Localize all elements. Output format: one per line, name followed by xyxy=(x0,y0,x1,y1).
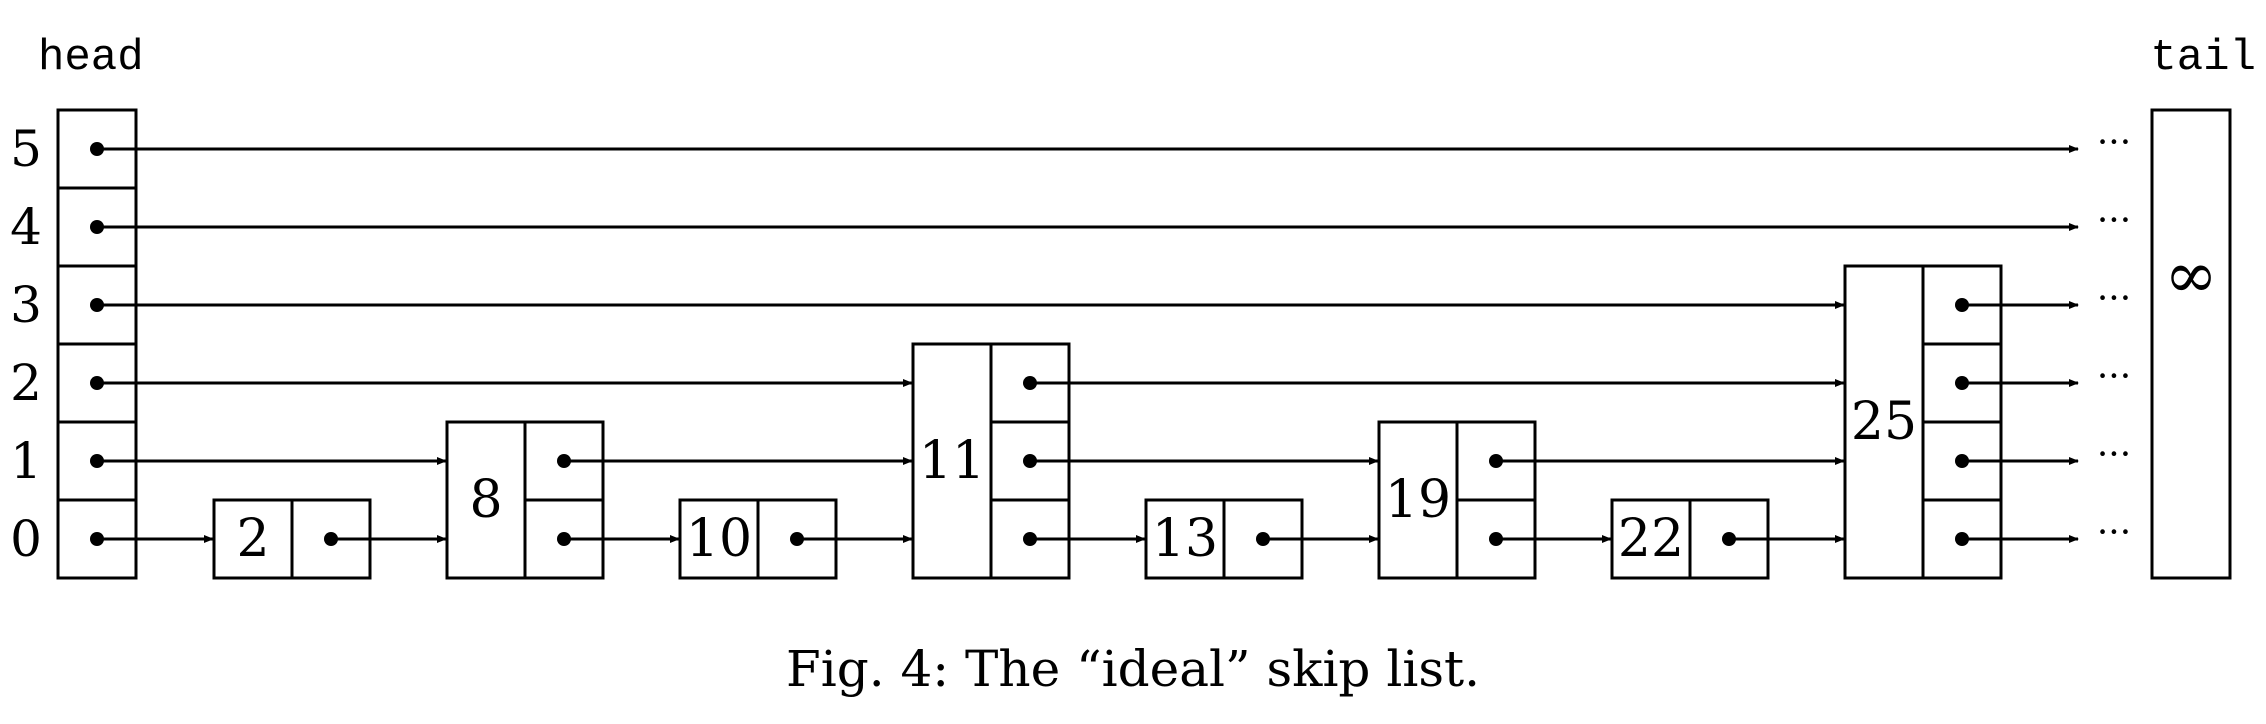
level-label-3: 3 xyxy=(10,276,42,334)
node-key-22: 22 xyxy=(1618,509,1684,569)
level-label-2: 2 xyxy=(10,354,42,412)
level-label-4: 4 xyxy=(10,198,42,256)
level-label-1: 1 xyxy=(10,432,42,490)
tail-infinity-symbol: ∞ xyxy=(2164,239,2217,313)
node-key-19: 19 xyxy=(1385,470,1451,530)
ellipsis-level-2: ··· xyxy=(2097,357,2131,398)
node-key-2: 2 xyxy=(236,509,269,569)
figure-caption: Fig. 4: The “ideal” skip list. xyxy=(786,640,1480,698)
ellipsis-level-5: ··· xyxy=(2097,123,2131,164)
node-key-13: 13 xyxy=(1152,509,1218,569)
level-label-5: 5 xyxy=(10,120,42,178)
tail-node xyxy=(2150,108,2232,580)
node-key-11: 11 xyxy=(919,431,985,491)
node-key-25: 25 xyxy=(1851,392,1917,452)
ellipsis-level-3: ··· xyxy=(2097,279,2131,320)
level-label-0: 0 xyxy=(10,510,42,568)
ellipsis-level-0: ··· xyxy=(2097,513,2131,554)
ellipsis-level-4: ··· xyxy=(2097,201,2131,242)
node-key-10: 10 xyxy=(686,509,752,569)
ellipsis-level-1: ··· xyxy=(2097,435,2131,476)
node-key-8: 8 xyxy=(469,470,502,530)
head-label: head xyxy=(38,33,144,83)
skip-list-diagram: head tail 0 1 2 3 4 5 ∞ 2 8 10 11 13 19 22 25 ··· ··· ··· ··… xyxy=(10,33,2256,580)
tail-label: tail xyxy=(2150,33,2256,83)
